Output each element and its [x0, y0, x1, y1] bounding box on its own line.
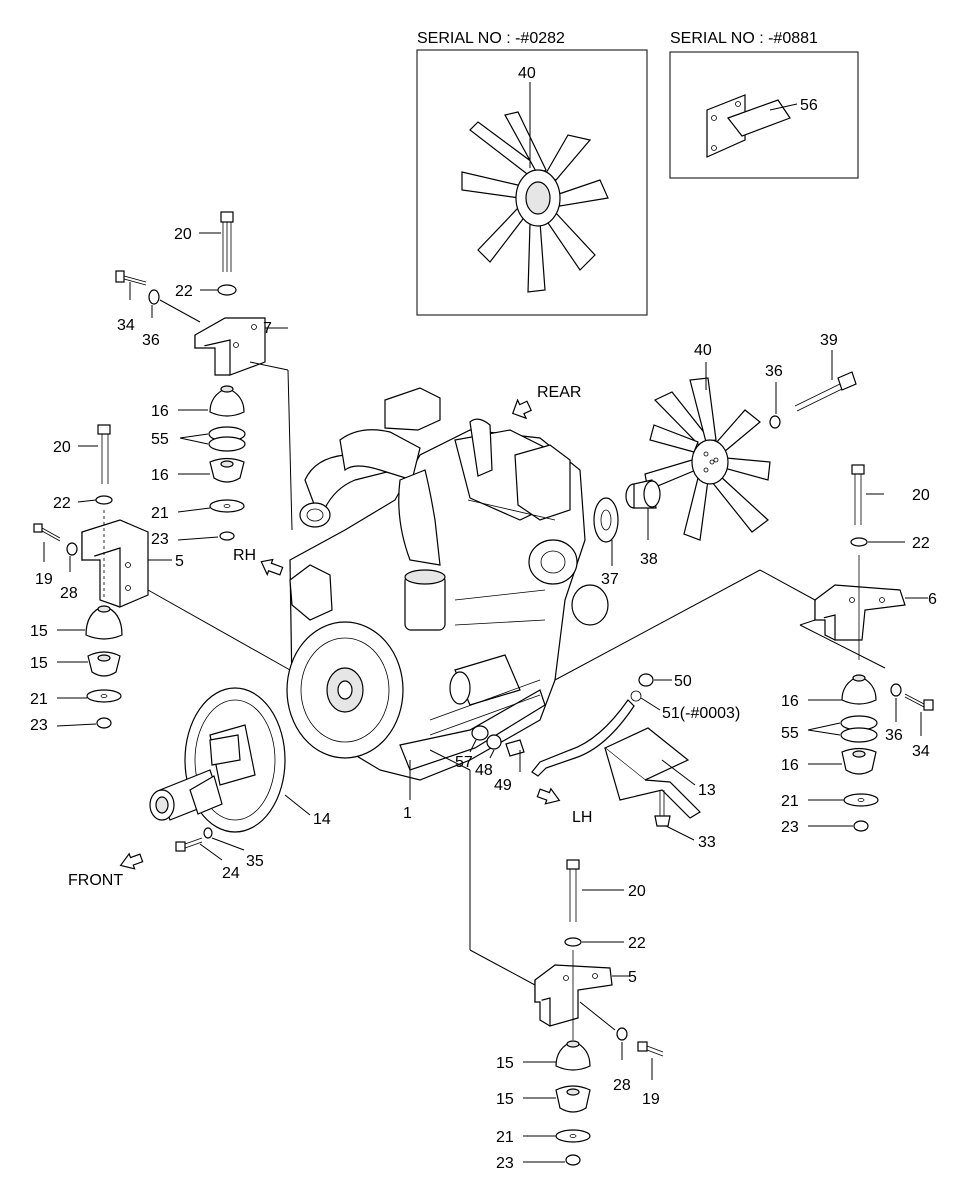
label-drain-bracket-13: 13: [698, 782, 716, 799]
direction-rear: REAR: [511, 384, 581, 420]
label-drain-fitting-48: 48: [475, 762, 493, 779]
label-left-side-bolt-19: 19: [35, 571, 53, 588]
mount-right: 20 22 6 16 36 34 55 16: [781, 464, 937, 836]
label-fan-washer-36: 36: [765, 363, 783, 380]
inset-1-frame: [416, 49, 648, 316]
label-bottom-washer-22: 22: [628, 935, 646, 952]
label-left-bracket-5: 5: [175, 553, 184, 570]
label-right-spacer-55: 55: [781, 725, 799, 742]
inset-2-frame: [669, 51, 859, 179]
label-top-plate-21: 21: [151, 505, 169, 522]
label-fan-40: 40: [694, 342, 712, 359]
mount-bottom: 20 22 5 28 19 15 15 21 23: [496, 859, 664, 1172]
label-right-bracket-6: 6: [928, 591, 937, 608]
label-bottom-rubber-15-lower: 15: [496, 1091, 514, 1108]
label-bracket-56: 56: [800, 97, 818, 114]
label-flywheel-coupling-14: 14: [313, 811, 331, 828]
direction-front: FRONT: [68, 852, 144, 889]
inset-fan-early-serial: SERIAL NO : -#0282 40: [416, 30, 648, 316]
label-flywheel-bolt-24: 24: [222, 865, 240, 882]
label-left-nut-23: 23: [30, 717, 48, 734]
label-top-nut-23: 23: [151, 531, 169, 548]
label-bottom-rubber-15-upper: 15: [496, 1055, 514, 1072]
direction-rh-label: RH: [233, 547, 256, 564]
label-right-plate-21: 21: [781, 793, 799, 810]
label-left-plate-21: 21: [30, 691, 48, 708]
label-left-side-washer-28: 28: [60, 585, 78, 602]
inset-1-title: SERIAL NO : -#0282: [417, 30, 565, 47]
drain-assembly: 50 51(-#0003) 49 48 57 13 33: [455, 673, 740, 851]
label-engine-1: 1: [403, 805, 412, 822]
label-drain-hose-49: 49: [494, 777, 512, 794]
label-bottom-side-bolt-19: 19: [642, 1091, 660, 1108]
label-flywheel-washer-35: 35: [246, 853, 264, 870]
label-fan-40-inset: 40: [518, 65, 536, 82]
direction-front-label: FRONT: [68, 872, 123, 889]
label-fan-pulley-37: 37: [601, 571, 619, 588]
label-top-bolt-20: 20: [174, 226, 192, 243]
label-top-washer-22: 22: [175, 283, 193, 300]
label-bottom-plate-21: 21: [496, 1129, 514, 1146]
label-bottom-nut-23: 23: [496, 1155, 514, 1172]
label-top-rubber-16-lower: 16: [151, 467, 169, 484]
label-left-rubber-15-upper: 15: [30, 623, 48, 640]
inset-bracket-drawing: [706, 94, 791, 158]
direction-lh: LH: [536, 787, 592, 826]
label-drain-adapter-57: 57: [455, 754, 473, 771]
label-bottom-bracket-5: 5: [628, 969, 637, 986]
direction-rear-label: REAR: [537, 384, 581, 401]
label-right-side-washer-36: 36: [885, 727, 903, 744]
label-top-bracket-7: 7: [263, 320, 272, 337]
label-right-washer-22: 22: [912, 535, 930, 552]
label-right-rubber-16-lower: 16: [781, 757, 799, 774]
label-left-washer-22: 22: [53, 495, 71, 512]
label-fan-spacer-38: 38: [640, 551, 658, 568]
label-bottom-bolt-20: 20: [628, 883, 646, 900]
engine-assembly: 1: [286, 387, 816, 986]
label-right-bolt-20: 20: [912, 487, 930, 504]
label-top-side-washer-36: 36: [142, 332, 160, 349]
label-top-rubber-16-upper: 16: [151, 403, 169, 420]
direction-lh-label: LH: [572, 809, 592, 826]
label-bottom-side-washer-28: 28: [613, 1077, 631, 1094]
label-drain-plug-50: 50: [674, 673, 692, 690]
label-left-bolt-20: 20: [53, 439, 71, 456]
label-left-rubber-15-lower: 15: [30, 655, 48, 672]
label-right-rubber-16-upper: 16: [781, 693, 799, 710]
label-top-spacer-55: 55: [151, 431, 169, 448]
inset-2-title: SERIAL NO : -#0881: [670, 30, 818, 47]
label-top-side-bolt-34: 34: [117, 317, 135, 334]
label-drain-bolt-33: 33: [698, 834, 716, 851]
mount-left: 20 22 19 28 5 15 15 21 23: [30, 424, 291, 734]
direction-rh: RH: [233, 547, 284, 577]
label-right-side-bolt-34: 34: [912, 743, 930, 760]
mount-top-left: 20 22 34 36 7 16 55: [115, 211, 293, 548]
flywheel-coupling: 14 24 35: [149, 687, 331, 882]
label-drain-oring-51: 51(-#0003): [662, 705, 740, 722]
fan-assembly: 40 36 39 38 37: [593, 332, 857, 588]
label-fan-bolt-39: 39: [820, 332, 838, 349]
label-right-nut-23: 23: [781, 819, 799, 836]
inset-bracket-serial: SERIAL NO : -#0881 56: [669, 30, 859, 179]
inset-fan-drawing: [461, 111, 609, 293]
